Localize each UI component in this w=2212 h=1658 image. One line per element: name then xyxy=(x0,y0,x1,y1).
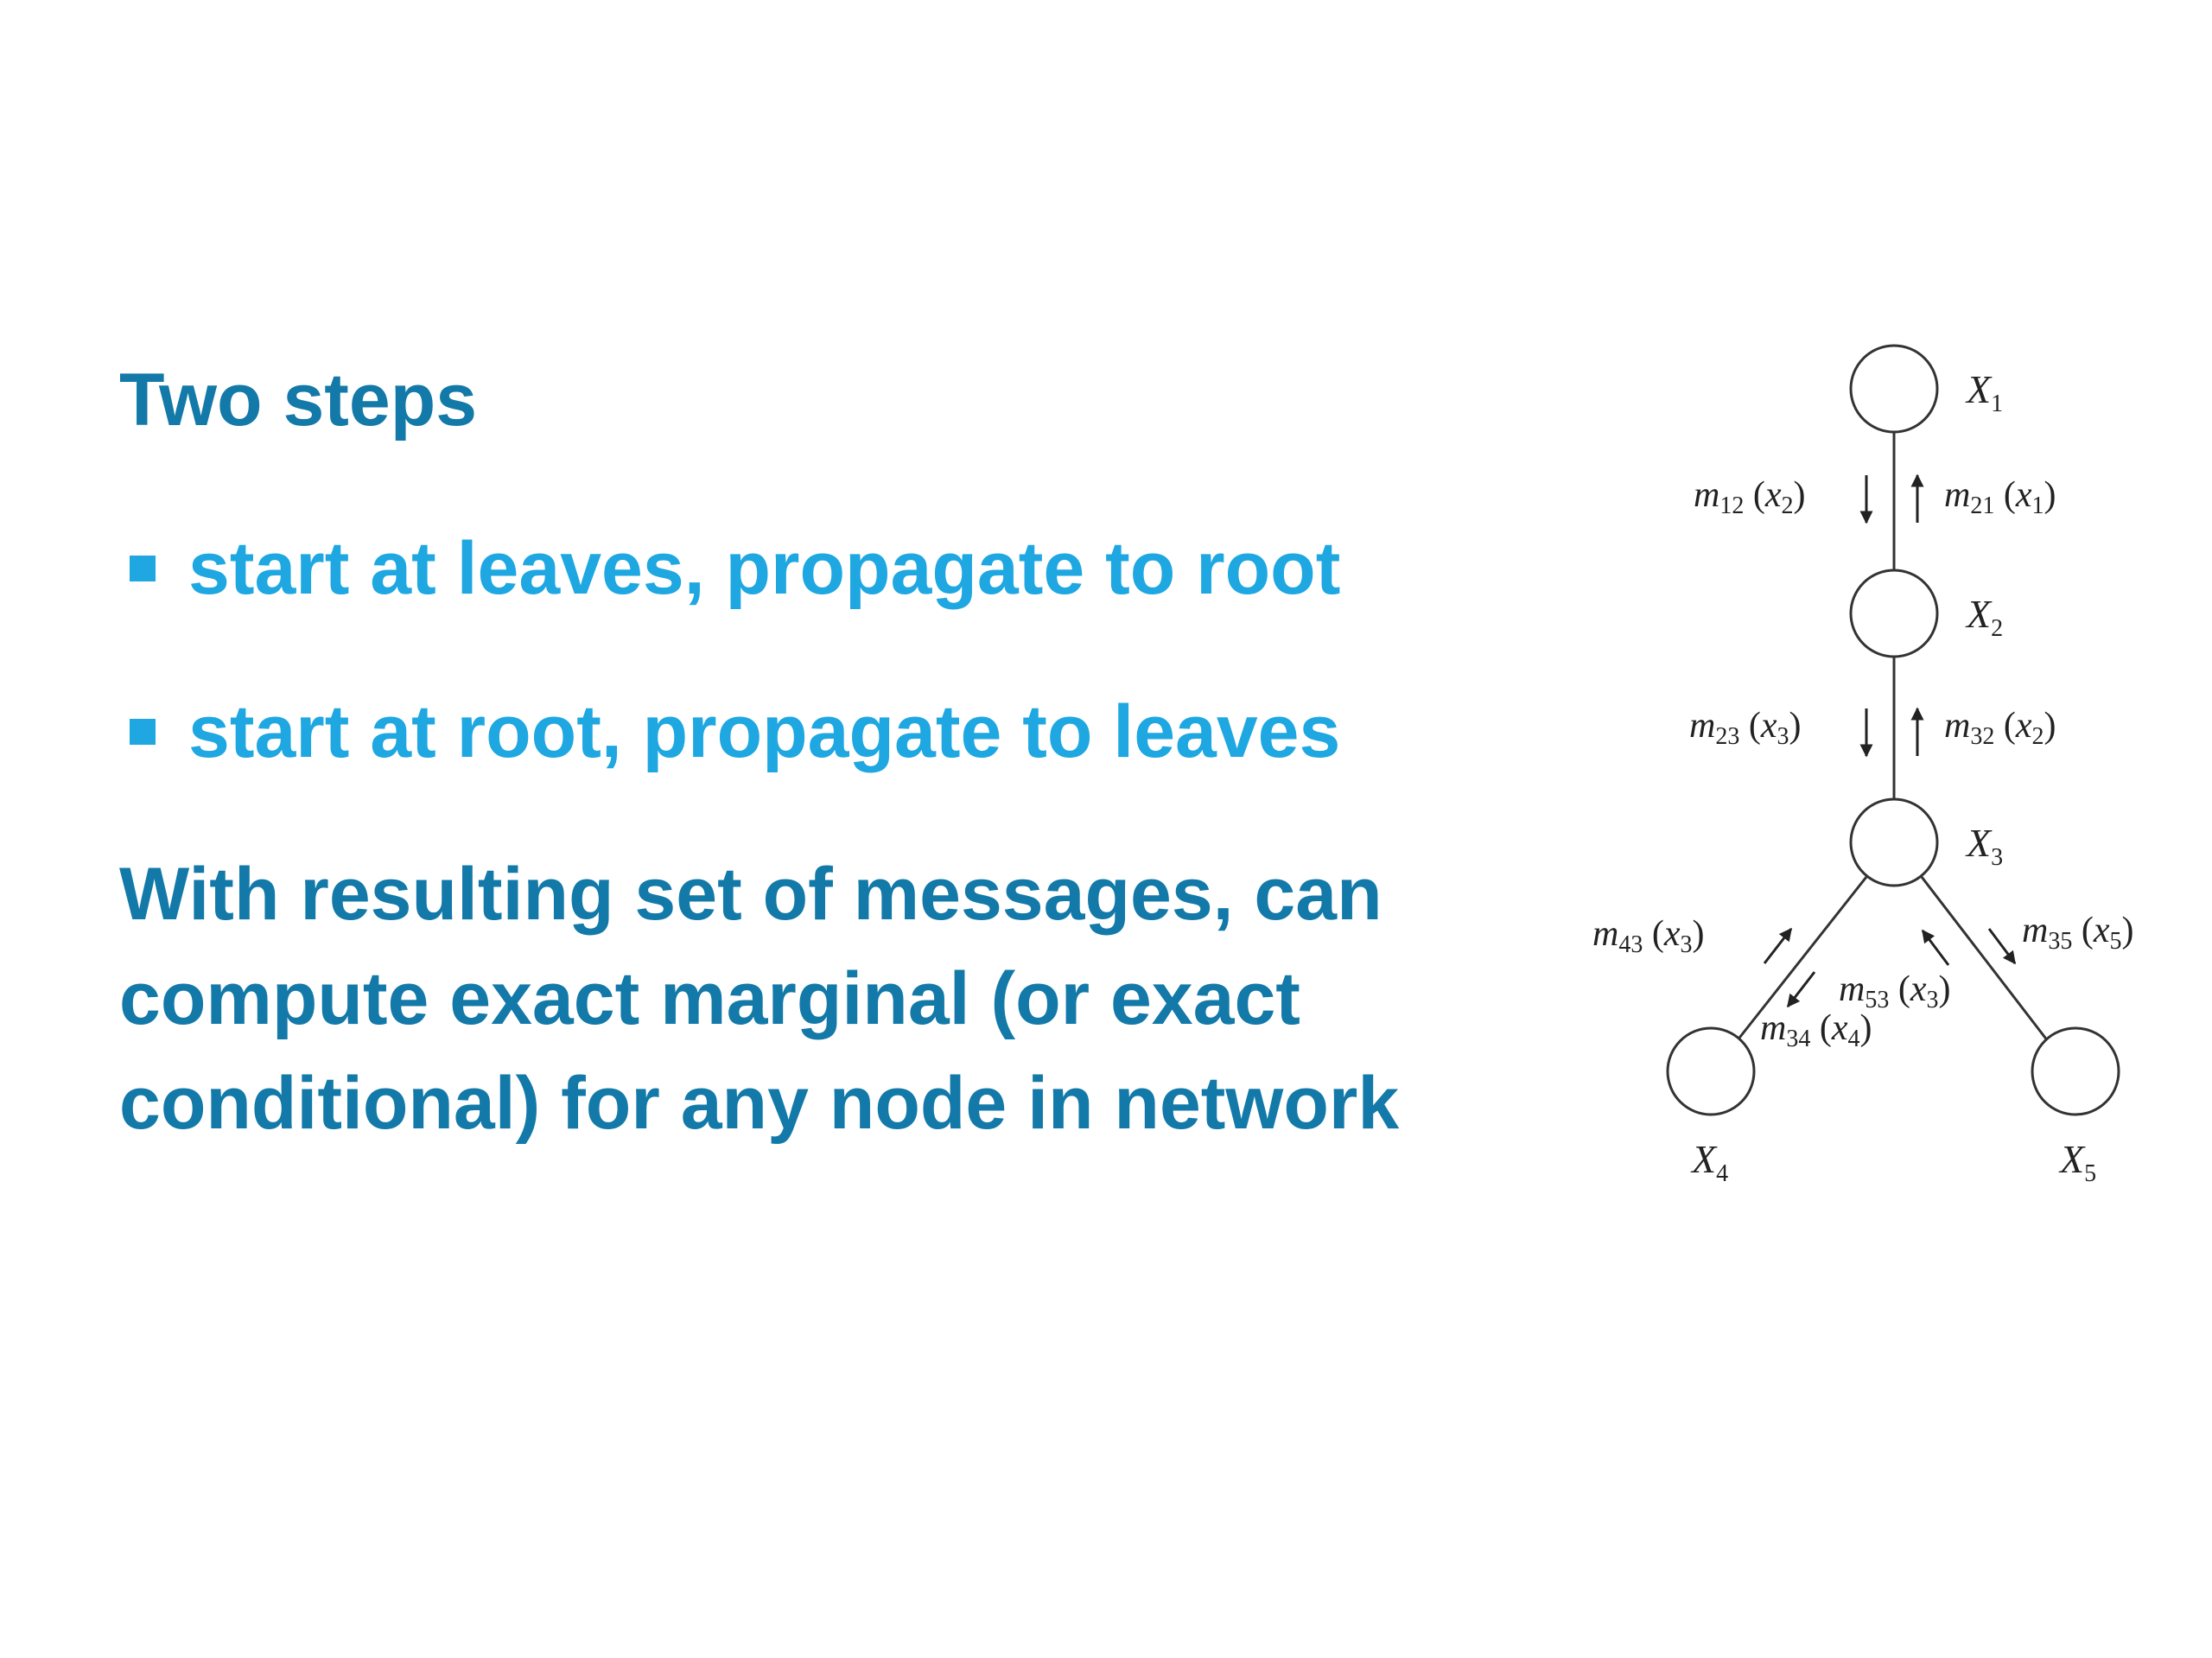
node-x2 xyxy=(1849,569,1939,658)
bullet-text-2: start at root, propagate to leaves xyxy=(188,689,1341,773)
slide-title: Two steps xyxy=(119,359,478,441)
bullet-square-icon xyxy=(130,556,156,581)
bullet-item-1: start at leaves, propagate to root xyxy=(130,521,1340,616)
message-label-m23: m23 (x3) xyxy=(1689,706,1802,750)
edge-3-5 xyxy=(1920,876,2050,1042)
message-label-m35: m35 (x5) xyxy=(2022,911,2134,955)
summary-line-2: compute exact marginal (or exact xyxy=(119,957,1300,1040)
arrow-m35 xyxy=(1987,928,2017,965)
node-label-x2: X2 xyxy=(1965,592,2003,642)
summary-line-3: conditional) for any node in network xyxy=(119,1062,1400,1145)
bullet-item-2: start at root, propagate to leaves xyxy=(130,684,1340,779)
arrow-m43 xyxy=(1763,927,1793,964)
node-x3 xyxy=(1849,797,1939,887)
message-label-m34: m34 (x4) xyxy=(1760,1008,1872,1052)
summary-line-1: With resulting set of messages, can xyxy=(119,853,1382,936)
bullet-text-1: start at leaves, propagate to root xyxy=(188,526,1341,610)
node-label-x1: X1 xyxy=(1965,367,2003,417)
edge-3-4 xyxy=(1735,876,1868,1042)
summary-paragraph: With resulting set of messages, can comp… xyxy=(119,842,1519,1156)
message-label-m43: m43 (x3) xyxy=(1592,914,1705,958)
message-label-m21: m21 (x1) xyxy=(1944,475,2056,519)
node-label-x3: X3 xyxy=(1965,821,2003,871)
node-x4 xyxy=(1666,1026,1756,1116)
arrow-m34 xyxy=(1786,971,1816,1008)
arrow-m53 xyxy=(1921,929,1950,966)
bullet-square-icon xyxy=(130,719,156,745)
node-x1 xyxy=(1849,344,1939,434)
message-label-m12: m12 (x2) xyxy=(1694,475,1806,519)
node-label-x5: X5 xyxy=(2058,1137,2096,1187)
message-label-m53: m53 (x3) xyxy=(1839,969,1951,1013)
node-x5 xyxy=(2031,1026,2120,1116)
node-label-x4: X4 xyxy=(1690,1137,1728,1187)
message-label-m32: m32 (x2) xyxy=(1944,706,2056,750)
